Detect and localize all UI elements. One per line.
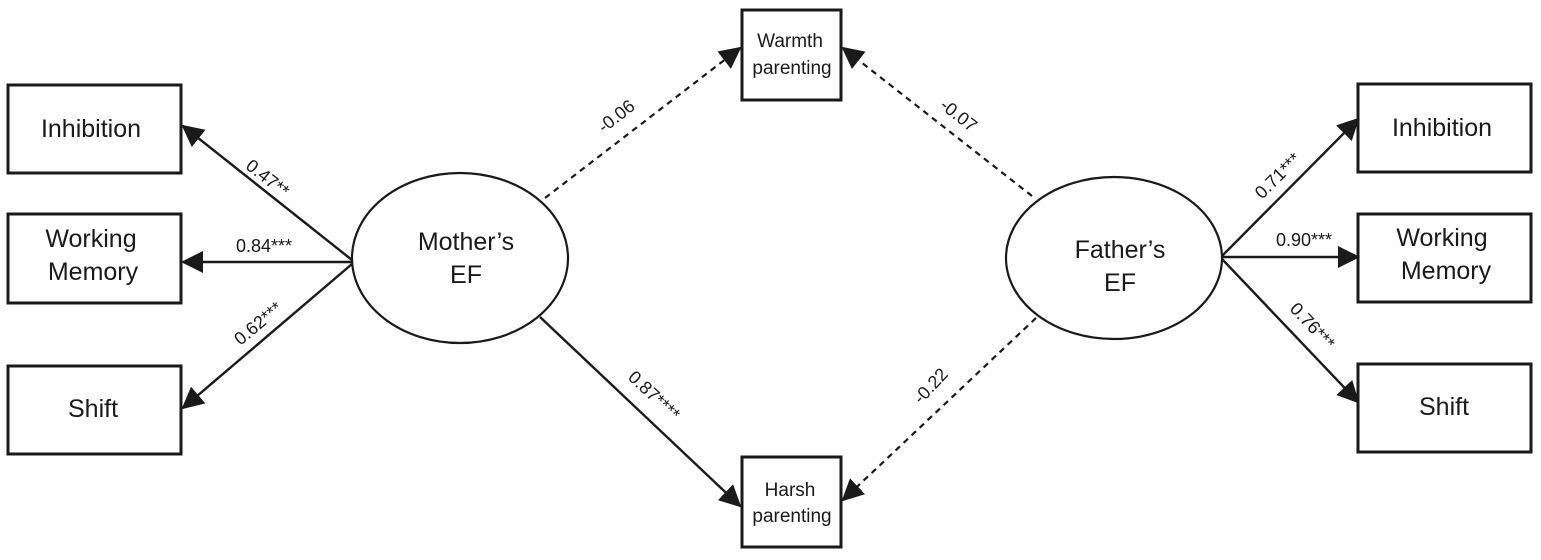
mother-ef-label-line2: EF — [450, 261, 482, 289]
mother-to-harsh-arrow — [539, 316, 742, 508]
father-to-shift-arrow — [1221, 258, 1360, 404]
right-working-memory-label-line2: Memory — [1401, 257, 1492, 285]
left-working-memory-label-line2: Memory — [48, 258, 139, 286]
father-ef-label-line2: EF — [1104, 269, 1136, 297]
right-working-memory-label-line1: Working — [1396, 224, 1487, 252]
father-ef-label-line1: Father’s — [1075, 236, 1166, 264]
left-working-memory-node: Working Memory — [6, 212, 183, 305]
harsh-parenting-label-line1: Harsh — [765, 480, 816, 501]
left-shift-node: Shift — [6, 364, 183, 456]
mother-to-shift-arrow — [181, 263, 353, 410]
coef-mother-harsh: 0.87**** — [624, 367, 684, 425]
left-working-memory-label-line1: Working — [45, 225, 136, 253]
left-shift-label: Shift — [68, 395, 118, 423]
right-shift-label: Shift — [1419, 393, 1469, 421]
coef-father-shift: 0.76*** — [1286, 299, 1339, 354]
harsh-parenting-label-line2: parenting — [752, 506, 831, 527]
father-to-harsh-arrow — [841, 317, 1037, 502]
mother-to-inhibition-arrow — [181, 124, 353, 261]
warmth-parenting-node: Warmth parenting — [740, 8, 843, 102]
coef-father-working-memory: 0.90*** — [1276, 230, 1332, 250]
warmth-parenting-label-line2: parenting — [752, 58, 831, 79]
left-inhibition-node: Inhibition — [6, 83, 183, 175]
coef-mother-working-memory: 0.84*** — [236, 236, 292, 256]
right-inhibition-node: Inhibition — [1356, 82, 1533, 174]
mother-ef-label-line1: Mother’s — [418, 228, 514, 256]
coef-mother-warmth: -0.06 — [594, 96, 639, 137]
father-to-inhibition-arrow — [1221, 117, 1360, 257]
harsh-parenting-node: Harsh parenting — [740, 455, 843, 549]
coef-father-warmth: -0.07 — [936, 95, 981, 136]
right-working-memory-node: Working Memory — [1356, 212, 1533, 304]
father-ef-node: Father’s EF — [1004, 175, 1224, 341]
father-to-warmth-arrow — [841, 46, 1033, 197]
mother-to-warmth-arrow — [544, 46, 742, 199]
right-inhibition-label: Inhibition — [1392, 114, 1492, 142]
left-inhibition-label: Inhibition — [41, 115, 141, 143]
coef-mother-shift: 0.62*** — [230, 298, 286, 349]
warmth-parenting-label-line1: Warmth — [757, 31, 823, 52]
right-shift-node: Shift — [1356, 362, 1533, 454]
coef-father-inhibition: 0.71*** — [1251, 149, 1305, 203]
mother-ef-node: Mother’s EF — [350, 171, 570, 345]
coef-father-harsh: -0.22 — [909, 364, 952, 408]
